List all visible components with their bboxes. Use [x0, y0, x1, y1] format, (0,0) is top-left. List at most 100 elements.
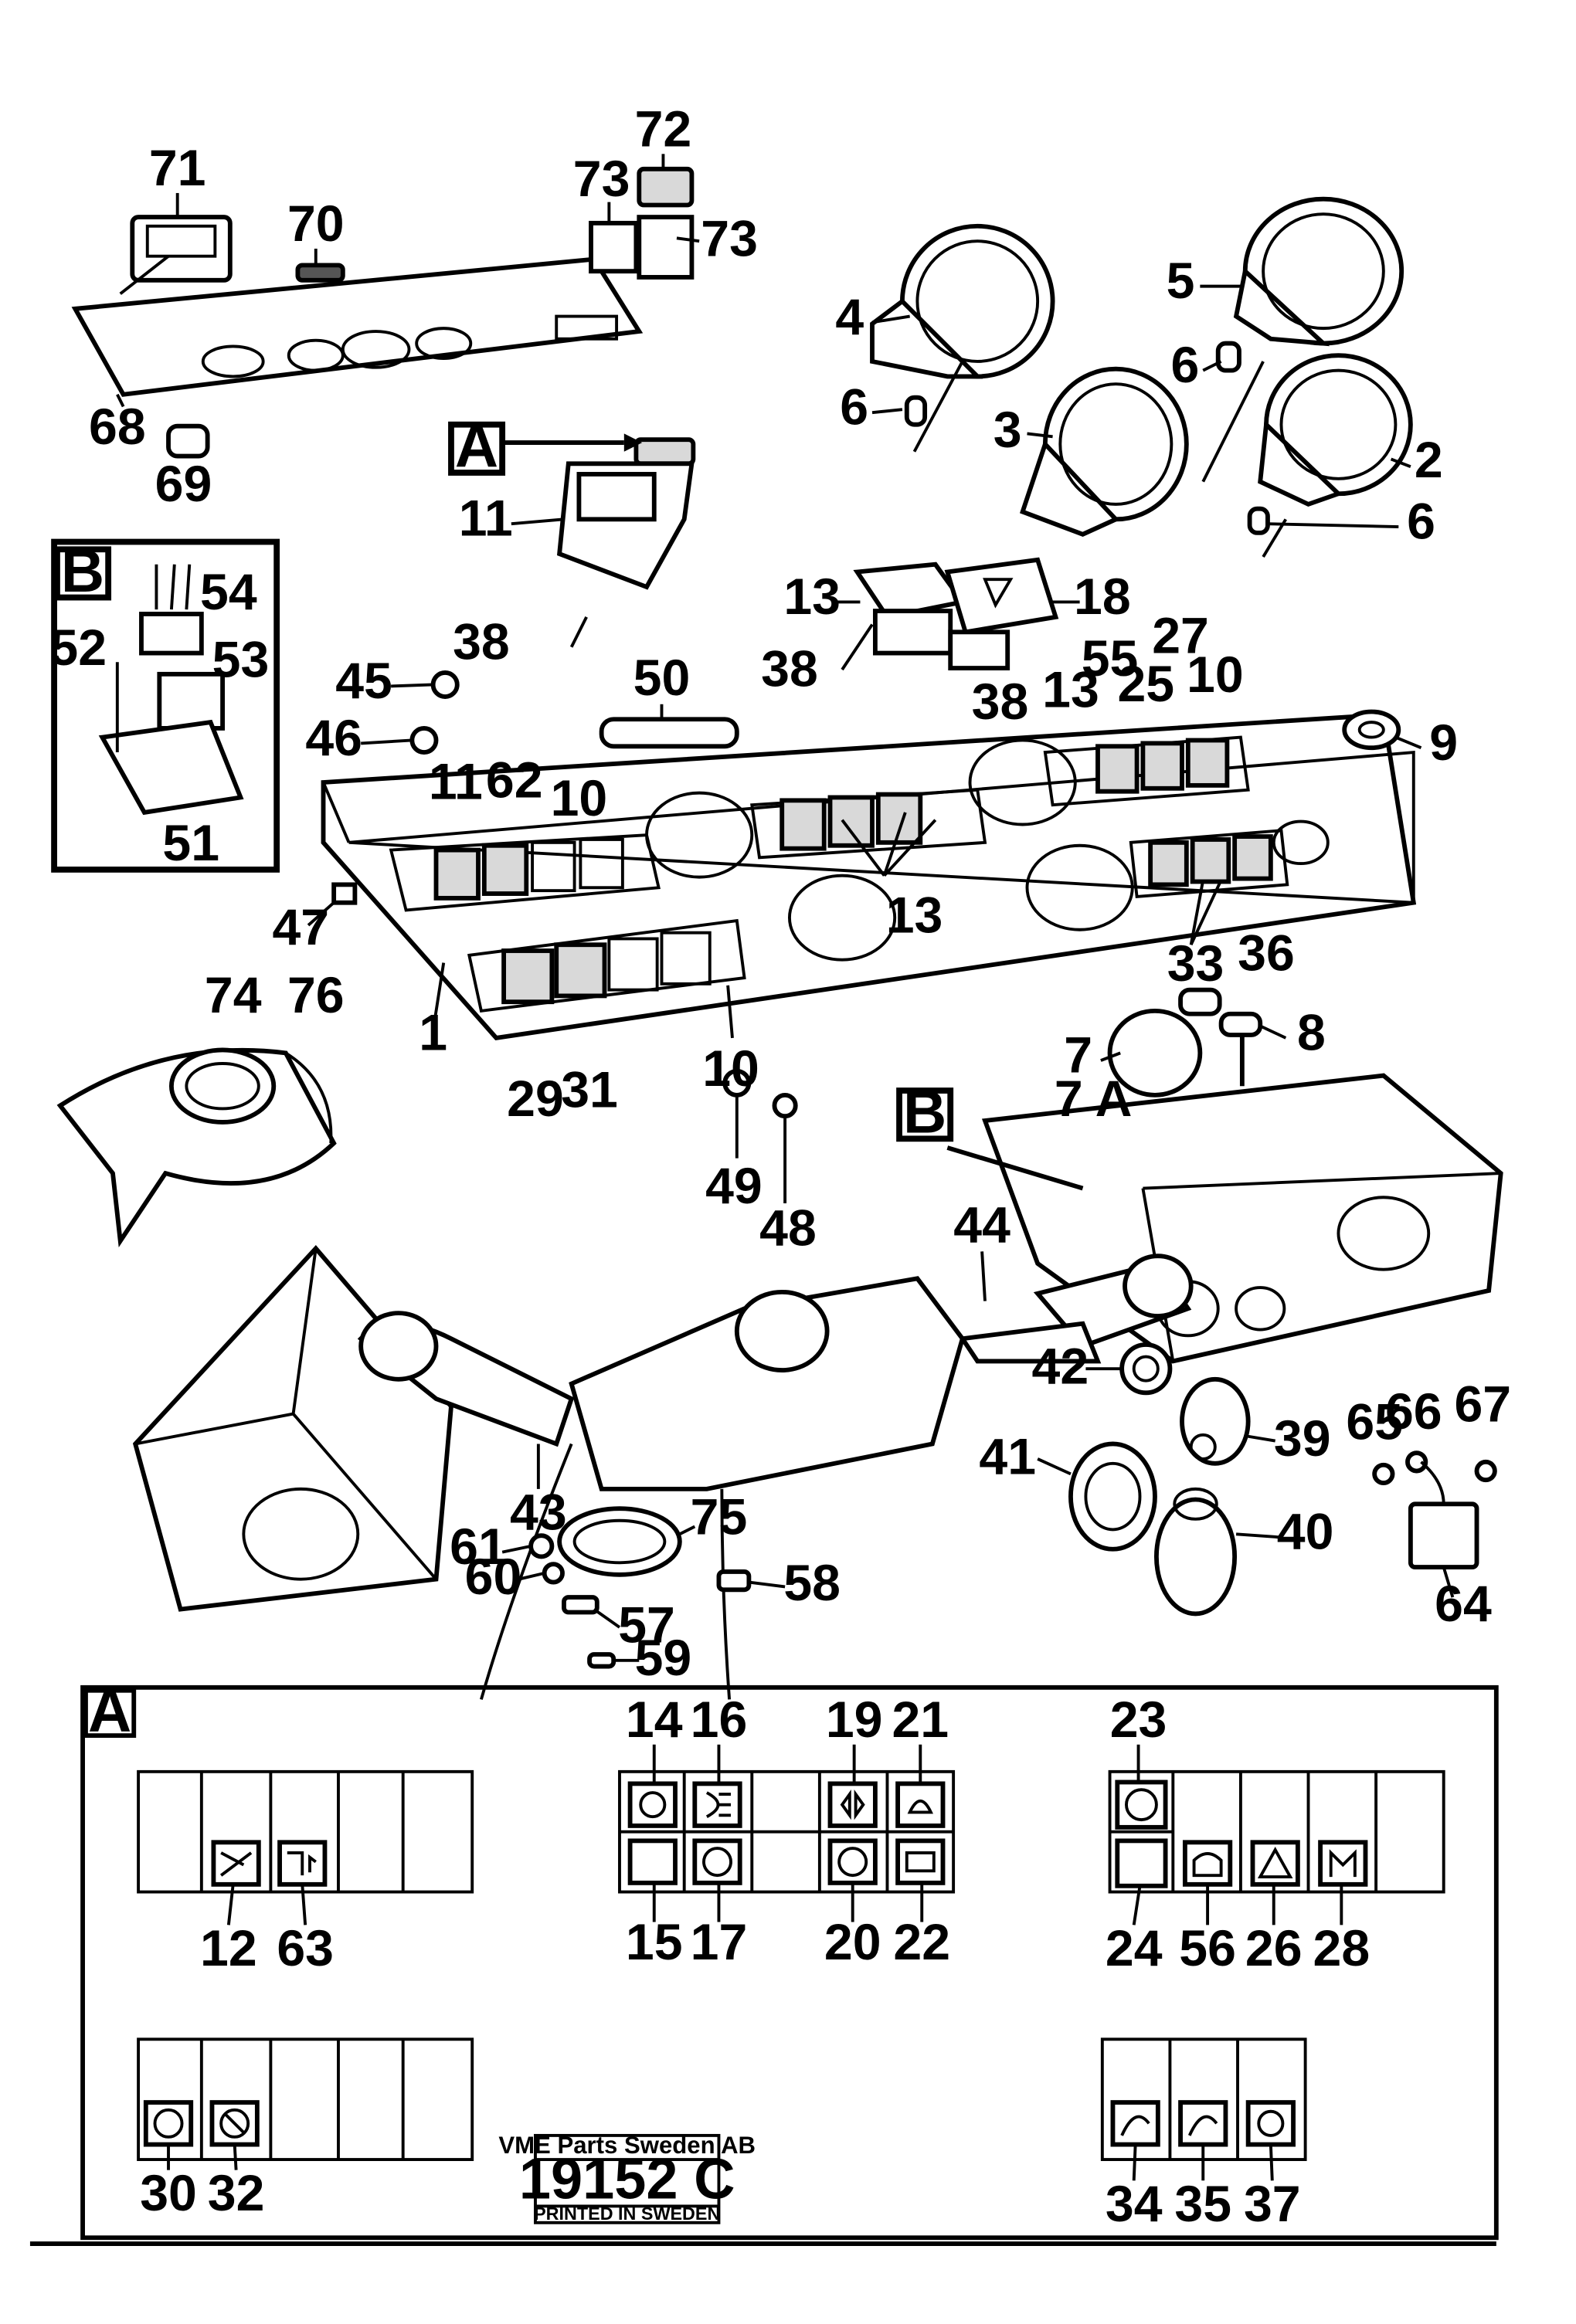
label-75: 75: [691, 1488, 748, 1545]
label-49: 49: [705, 1158, 763, 1215]
label-3: 3: [993, 402, 1022, 459]
switch-13-detail: [841, 561, 966, 671]
svg-text:B: B: [61, 538, 104, 605]
label-21: 21: [892, 1691, 949, 1749]
stamp-printed: PRINTED IN SWEDEN: [534, 2204, 720, 2224]
label-6a: 6: [840, 379, 868, 436]
box-a-top: A: [448, 413, 643, 480]
ignition-switch: [1107, 987, 1263, 1098]
svg-text:A: A: [88, 1678, 131, 1744]
label-7: 7: [1064, 1027, 1092, 1084]
label-45: 45: [335, 653, 392, 710]
label-37: 37: [1244, 2176, 1301, 2233]
label-52: 52: [49, 619, 107, 677]
parts-39-42: [1068, 1342, 1251, 1617]
label-76: 76: [287, 967, 345, 1024]
label-47: 47: [273, 899, 330, 956]
label-13b: 13: [1042, 662, 1099, 719]
label-20: 20: [824, 1914, 881, 1971]
label-12: 12: [200, 1920, 257, 1977]
label-72: 72: [635, 101, 692, 158]
label-38c: 38: [972, 673, 1029, 731]
switch-strip-4: [137, 2037, 474, 2161]
label-67: 67: [1455, 1376, 1512, 1433]
label-70: 70: [287, 195, 345, 253]
label-13c: 13: [886, 887, 943, 945]
cover-panel: [71, 166, 695, 459]
label-42: 42: [1032, 1338, 1089, 1396]
label-38a: 38: [453, 613, 510, 670]
label-19: 19: [826, 1691, 883, 1749]
switch-11-detail: [556, 437, 696, 648]
label-4: 4: [835, 289, 864, 346]
label-71: 71: [149, 140, 206, 197]
label-36: 36: [1238, 925, 1295, 982]
stamp-company: VME Parts Sweden AB: [498, 2132, 756, 2159]
label-35: 35: [1174, 2176, 1231, 2233]
label-41: 41: [979, 1428, 1036, 1485]
stamp-block: VME Parts Sweden AB 19152 C PRINTED IN S…: [498, 2132, 756, 2224]
label-30: 30: [140, 2165, 197, 2222]
b-callout-line: [946, 1145, 1084, 1191]
label-25: 25: [1117, 656, 1174, 713]
svg-text:B: B: [903, 1080, 946, 1146]
label-59: 59: [635, 1630, 692, 1687]
label-32: 32: [208, 2165, 265, 2222]
label-51: 51: [162, 815, 219, 872]
wiper-stalk: [958, 1254, 1194, 1364]
switch-strip-3: [1108, 1769, 1445, 1894]
label-11b: 11: [429, 753, 483, 810]
label-60: 60: [465, 1549, 522, 1606]
label-1: 1: [419, 1004, 447, 1061]
label-10a: 10: [551, 770, 608, 827]
switch-strip-5: [1100, 2037, 1307, 2161]
label-15: 15: [626, 1914, 683, 1971]
small-parts-60-61: [528, 1533, 752, 1669]
gauge-5: [1215, 196, 1404, 373]
label-62: 62: [486, 751, 543, 809]
label-73a: 73: [573, 151, 630, 208]
label-27: 27: [1152, 608, 1209, 665]
label-69: 69: [155, 456, 212, 513]
label-6c: 6: [1407, 494, 1435, 551]
label-23: 23: [1110, 1691, 1167, 1749]
switch-strip-2: [618, 1769, 956, 1894]
label-34: 34: [1106, 2176, 1163, 2233]
label-53: 53: [212, 632, 270, 689]
dashboard-panel: [321, 670, 1417, 1119]
label-55: 55: [1082, 630, 1139, 687]
label-33: 33: [1167, 935, 1224, 992]
box-b-inset: B: [54, 538, 112, 605]
relay-64: [1372, 1450, 1497, 1570]
label-13a: 13: [783, 568, 841, 626]
label-40: 40: [1277, 1504, 1334, 1561]
label-65: 65: [1346, 1394, 1403, 1451]
label-68: 68: [89, 399, 146, 456]
part-labels: 71 72 73 73 70 68 69 4 6 5 6 3 2 6 11 38…: [49, 101, 1511, 2233]
gauge-4: [870, 223, 1055, 427]
label-58: 58: [783, 1555, 841, 1612]
label-14: 14: [626, 1691, 683, 1749]
label-18: 18: [1074, 568, 1131, 626]
label-10c: 10: [702, 1040, 759, 1098]
label-29: 29: [507, 1070, 564, 1128]
label-16: 16: [691, 1691, 748, 1749]
label-24: 24: [1106, 1920, 1163, 1977]
label-9: 9: [1429, 714, 1458, 772]
label-43: 43: [510, 1484, 567, 1541]
label-50: 50: [633, 650, 691, 707]
switch-strip-1: [137, 1769, 474, 1894]
label-8: 8: [1297, 1004, 1326, 1061]
steering-shroud: [56, 1047, 337, 1247]
stamp-number: 19152 C: [519, 2147, 735, 2211]
label-17: 17: [691, 1914, 748, 1971]
leader-lines: [116, 154, 1455, 2181]
label-6b: 6: [1170, 337, 1199, 394]
label-2: 2: [1415, 432, 1443, 489]
label-66: 66: [1385, 1383, 1442, 1440]
label-38b: 38: [761, 640, 818, 697]
label-22: 22: [893, 1914, 950, 1971]
label-64: 64: [1435, 1576, 1492, 1633]
combination-switch: [357, 1276, 966, 1700]
